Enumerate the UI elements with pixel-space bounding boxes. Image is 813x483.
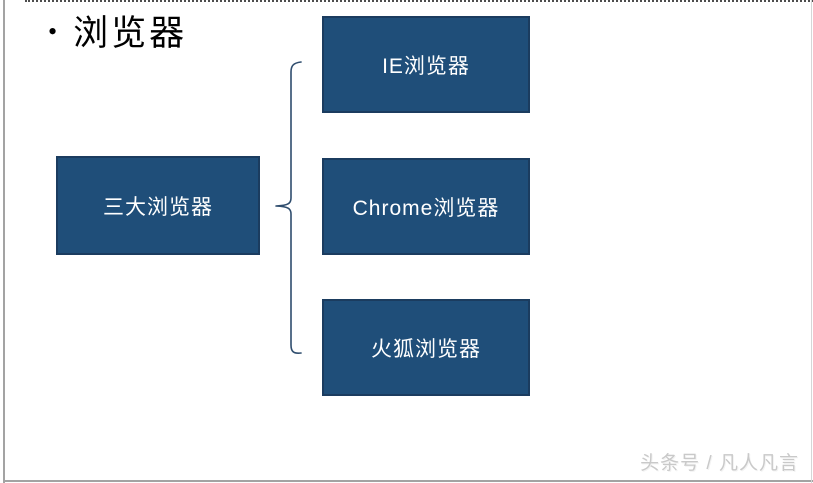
box-three-major-browsers-label: 三大浏览器 <box>103 195 213 219</box>
box-ie-browser: IE浏览器 <box>322 16 530 113</box>
watermark: 头条号 / 凡人凡言 <box>640 453 799 474</box>
slide-left-border <box>3 0 5 483</box>
box-chrome-browser-label: Chrome浏览器 <box>352 196 500 220</box>
box-three-major-browsers: 三大浏览器 <box>56 156 260 255</box>
slide-top-dotted-border <box>25 0 813 2</box>
box-firefox-browser: 火狐浏览器 <box>322 299 530 396</box>
slide-title: 浏览器 <box>73 14 188 53</box>
box-chrome-browser: Chrome浏览器 <box>322 158 530 255</box>
brace-connector <box>275 61 302 354</box>
slide-title-block: • 浏览器 <box>48 16 187 51</box>
box-firefox-browser-label: 火狐浏览器 <box>371 337 481 361</box>
slide-right-border <box>811 0 812 483</box>
box-ie-browser-label: IE浏览器 <box>382 54 470 78</box>
slide-bottom-border <box>3 480 813 482</box>
bullet-icon: • <box>48 16 58 46</box>
